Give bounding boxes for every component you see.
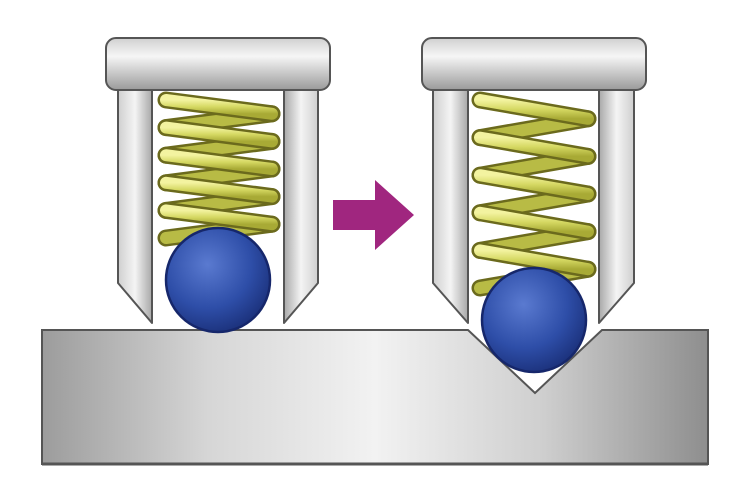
plunger-cap: [105, 37, 331, 91]
spring-coil: [474, 206, 594, 238]
right-arrow-icon: [333, 180, 414, 250]
spring-coil: [474, 169, 594, 200]
plunger-body-left-wall: [117, 89, 153, 324]
plunger-after: [421, 37, 647, 374]
ball: [164, 226, 272, 334]
spring-coil: [160, 176, 278, 203]
spring-coil: [160, 121, 278, 148]
spring-coil: [160, 204, 278, 231]
spring-coil: [474, 94, 594, 125]
ball: [480, 266, 588, 374]
plunger-body-right-wall: [283, 89, 319, 324]
workpiece-plate: [41, 329, 709, 465]
plunger-before: [105, 37, 331, 334]
spring-coil: [160, 94, 278, 120]
spring-compressed: [157, 91, 281, 247]
plunger-body-right-wall: [598, 89, 635, 324]
spring-extended: [471, 91, 597, 297]
plunger-cap: [421, 37, 647, 91]
spring-coil: [160, 149, 278, 175]
spring-coil: [474, 244, 594, 276]
plunger-body-left-wall: [432, 89, 469, 324]
spring-coil: [474, 131, 594, 163]
